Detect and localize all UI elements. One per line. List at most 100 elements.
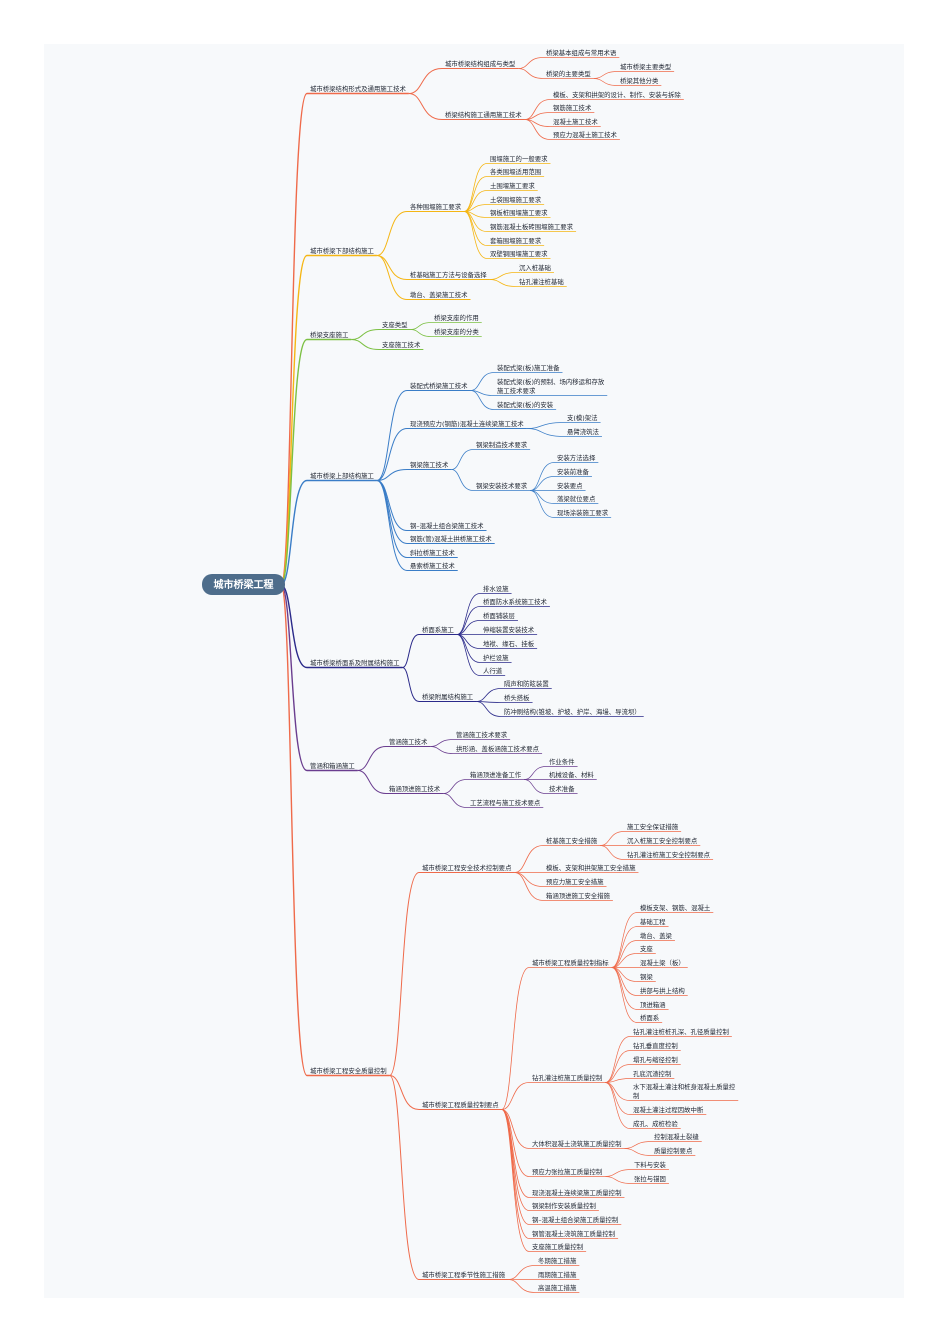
- topic-node[interactable]: 钢–混凝土组合梁施工技术: [407, 521, 487, 531]
- topic-node[interactable]: 桥梁支座的作用: [431, 313, 482, 323]
- topic-node[interactable]: 钢梁制作安装质量控制: [529, 1201, 599, 1211]
- topic-node[interactable]: 城市桥梁工程质量控制要点: [419, 1100, 502, 1110]
- topic-node[interactable]: 桥梁的主要类型: [543, 69, 594, 79]
- topic-node[interactable]: 城市桥梁工程季节性施工措施: [419, 1270, 509, 1280]
- topic-node[interactable]: 基础工程: [637, 917, 669, 927]
- topic-node[interactable]: 支座施工质量控制: [529, 1242, 587, 1252]
- topic-node[interactable]: 下料与安装: [631, 1160, 669, 1170]
- topic-node[interactable]: 模板、支架和拱架施工安全措施: [543, 863, 639, 873]
- topic-node[interactable]: 地袱、缘石、挂板: [480, 639, 538, 649]
- topic-node[interactable]: 大体积混凝土浇筑施工质量控制: [529, 1139, 625, 1149]
- branch-node[interactable]: 城市桥梁桥面系及附属结构施工: [307, 658, 403, 669]
- topic-node[interactable]: 桥梁结构施工通用施工技术: [442, 110, 525, 120]
- topic-node[interactable]: 悬臂浇筑法: [564, 427, 602, 437]
- topic-node[interactable]: 现浇预应力(钢筋)混凝土连续梁施工技术: [407, 419, 527, 429]
- topic-node[interactable]: 塌孔与缩径控制: [630, 1055, 681, 1065]
- topic-node[interactable]: 钻孔灌注桩施工质量控制: [529, 1073, 606, 1083]
- topic-node[interactable]: 钻孔灌注桩基础: [516, 277, 567, 287]
- topic-node[interactable]: 落梁就位要点: [554, 494, 599, 504]
- topic-node[interactable]: 工艺流程与施工技术要点: [467, 798, 544, 808]
- topic-node[interactable]: 桩基施工安全措施: [543, 836, 601, 846]
- topic-node[interactable]: 控制混凝土裂缝: [651, 1132, 702, 1142]
- branch-node[interactable]: 城市桥梁上部结构施工: [307, 471, 377, 482]
- topic-node[interactable]: 预应力张拉施工质量控制: [529, 1167, 606, 1177]
- topic-node[interactable]: 围堰施工的一般要求: [487, 154, 551, 164]
- topic-node[interactable]: 支座施工技术: [379, 340, 424, 350]
- topic-node[interactable]: 预应力施工安全措施: [543, 877, 607, 887]
- topic-node[interactable]: 钻孔灌注桩施工安全控制要点: [624, 850, 714, 860]
- branch-node[interactable]: 城市桥梁结构形式及通用施工技术: [307, 84, 409, 95]
- topic-node[interactable]: 伸缩装置安装技术: [480, 625, 538, 635]
- topic-node[interactable]: 拱部与拱上结构: [637, 986, 688, 996]
- topic-node[interactable]: 城市桥梁工程安全技术控制要点: [419, 863, 515, 873]
- topic-node[interactable]: 土围堰施工要求: [487, 181, 538, 191]
- topic-node[interactable]: 拱形涵、盖板涵施工技术要点: [453, 744, 543, 754]
- topic-node[interactable]: 墩台、盖梁施工技术: [407, 290, 471, 300]
- topic-node[interactable]: 安装方法选择: [554, 453, 599, 463]
- topic-node[interactable]: 斜拉桥施工技术: [407, 548, 458, 558]
- topic-node[interactable]: 钢梁制造技术要求: [473, 440, 531, 450]
- topic-node[interactable]: 技术准备: [546, 784, 578, 794]
- branch-node[interactable]: 桥梁支座施工: [307, 330, 352, 341]
- topic-node[interactable]: 机械设备、材料: [546, 770, 597, 780]
- branch-node[interactable]: 城市桥梁工程安全质量控制: [307, 1066, 390, 1077]
- topic-node[interactable]: 防冲刷结构(锥坡、护坡、护岸、海墁、导流坝）: [501, 707, 644, 717]
- topic-node[interactable]: 沉入桩施工安全控制要点: [624, 836, 701, 846]
- topic-node[interactable]: 沉入桩基础: [516, 263, 554, 273]
- topic-node[interactable]: 箱涵顶进施工技术: [386, 784, 444, 794]
- topic-node[interactable]: 支座: [637, 944, 656, 954]
- topic-node[interactable]: 城市桥梁结构组成与类型: [442, 59, 519, 69]
- topic-node[interactable]: 钻孔垂直度控制: [630, 1041, 681, 1051]
- topic-node[interactable]: 桩基础施工方法与设备选择: [407, 270, 490, 280]
- topic-node[interactable]: 桥梁支座的分类: [431, 327, 482, 337]
- topic-node[interactable]: 安装前准备: [554, 467, 592, 477]
- root-node[interactable]: 城市桥梁工程: [202, 574, 285, 595]
- topic-node[interactable]: 混凝土梁（板）: [637, 958, 688, 968]
- topic-node[interactable]: 钢梁安装技术要求: [473, 481, 531, 491]
- topic-node[interactable]: 管涵施工技术要求: [453, 730, 511, 740]
- topic-node[interactable]: 高温施工措施: [535, 1283, 580, 1293]
- topic-node[interactable]: 钢梁施工技术: [407, 460, 452, 470]
- topic-node[interactable]: 箱涵顶进准备工作: [467, 770, 525, 780]
- topic-node[interactable]: 桥梁其他分类: [617, 76, 662, 86]
- topic-node[interactable]: 隔声和防眩装置: [501, 679, 552, 689]
- topic-node[interactable]: 各种围堰施工要求: [407, 202, 465, 212]
- topic-node[interactable]: 各类围堰适用范围: [487, 167, 545, 177]
- topic-node[interactable]: 施工安全保证措施: [624, 822, 682, 832]
- topic-node[interactable]: 桥面系: [637, 1013, 663, 1023]
- topic-node[interactable]: 成孔、成桩检验: [630, 1119, 681, 1129]
- topic-node[interactable]: 混凝土灌注过程因故中断: [630, 1105, 707, 1115]
- topic-node[interactable]: 双壁钢围堰施工要求: [487, 249, 551, 259]
- topic-node[interactable]: 桥头搭板: [501, 693, 533, 703]
- topic-node[interactable]: 桥面铺装层: [480, 611, 518, 621]
- topic-node[interactable]: 桥梁基本组成与常用术语: [543, 48, 620, 58]
- branch-node[interactable]: 管涵和箱涵施工: [307, 761, 358, 772]
- topic-node[interactable]: 顶进箱涵: [637, 1000, 669, 1010]
- topic-node[interactable]: 支座类型: [379, 320, 411, 330]
- topic-node[interactable]: 钢–混凝土组合梁施工质量控制: [529, 1215, 622, 1225]
- topic-node[interactable]: 预应力混凝土施工技术: [550, 130, 620, 140]
- topic-node[interactable]: 安装要点: [554, 481, 586, 491]
- topic-node[interactable]: 套箱围堰施工要求: [487, 236, 545, 246]
- topic-node[interactable]: 管涵施工技术: [386, 737, 431, 747]
- topic-node[interactable]: 现浇混凝土连续梁施工质量控制: [529, 1188, 625, 1198]
- topic-node[interactable]: 装配式梁(板)的安装: [494, 400, 557, 410]
- topic-node[interactable]: 模板、支架和拱架的设计、制作、安装与拆除: [550, 90, 684, 100]
- topic-node[interactable]: 钢管混凝土浇筑施工质量控制: [529, 1229, 619, 1239]
- topic-node[interactable]: 孔底沉渣控制: [630, 1069, 675, 1079]
- topic-node[interactable]: 冬期施工措施: [535, 1256, 580, 1266]
- topic-node[interactable]: 桥梁附属结构施工: [419, 692, 477, 702]
- topic-node[interactable]: 质量控制要点: [651, 1146, 696, 1156]
- topic-node[interactable]: 钢板桩围堰施工要求: [487, 208, 551, 218]
- branch-node[interactable]: 城市桥梁下部结构施工: [307, 246, 377, 257]
- topic-node[interactable]: 钢筋混凝土板砖围堰施工要求: [487, 222, 577, 232]
- topic-node[interactable]: 土袋围堰施工要求: [487, 195, 545, 205]
- topic-node[interactable]: 装配式梁(板)施工准备: [494, 363, 563, 373]
- topic-node[interactable]: 混凝土施工技术: [550, 117, 601, 127]
- topic-node[interactable]: 雨期施工措施: [535, 1270, 580, 1280]
- topic-node[interactable]: 装配式桥梁施工技术: [407, 381, 471, 391]
- topic-node[interactable]: 张拉与锚固: [631, 1174, 669, 1184]
- topic-node[interactable]: 桥面防水系统施工技术: [480, 597, 550, 607]
